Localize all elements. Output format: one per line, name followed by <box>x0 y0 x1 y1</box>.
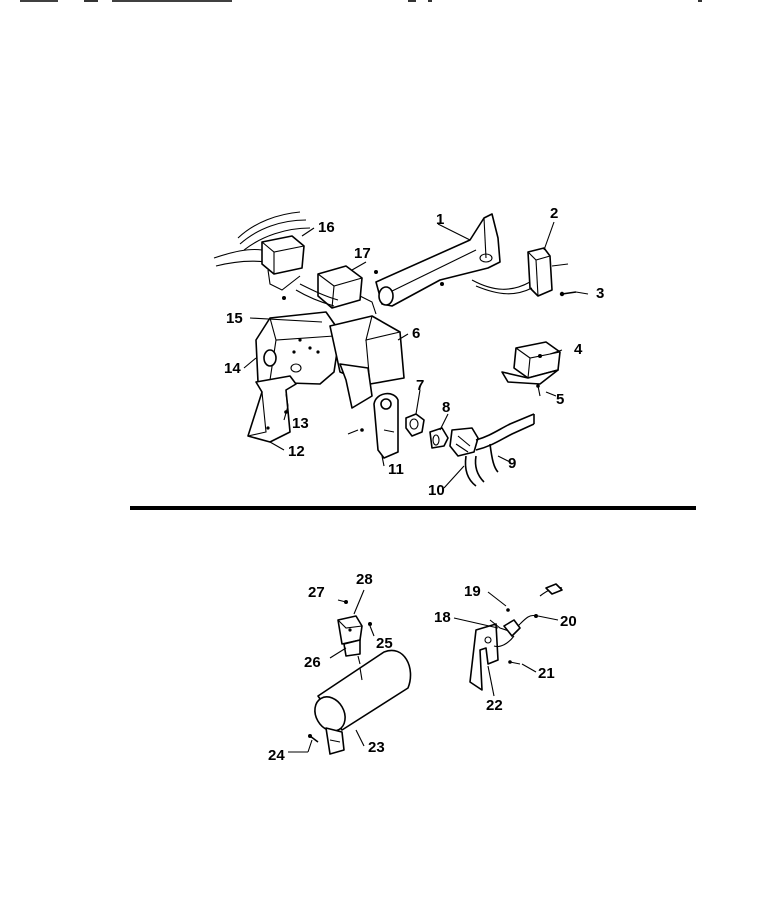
callout-7: 7 <box>416 377 424 394</box>
part-5-screw <box>536 384 541 397</box>
callout-23: 23 <box>368 739 385 756</box>
part-7-nut <box>405 413 425 437</box>
callout-26: 26 <box>304 654 321 671</box>
callout-16: 16 <box>318 219 335 236</box>
upper-assembly: 16 1 2 17 3 15 6 4 14 7 5 8 13 12 9 11 1… <box>213 205 604 499</box>
callout-28: 28 <box>356 571 373 588</box>
callout-8: 8 <box>442 399 450 416</box>
callout-5: 5 <box>556 391 564 408</box>
part-4-switch <box>501 341 561 385</box>
upper-leader-lines <box>243 221 589 489</box>
section-divider <box>130 506 696 510</box>
part-3-screw <box>559 291 577 297</box>
part-2-igniter <box>471 247 569 297</box>
part-18-20-igniter-wire <box>489 583 563 648</box>
part-6-14-housing <box>255 311 405 409</box>
part-23-cylinder <box>314 649 412 755</box>
callout-10: 10 <box>428 482 445 499</box>
part-12-13-leg-bracket <box>247 375 297 443</box>
part-8-fitting <box>429 427 449 449</box>
callout-20: 20 <box>560 613 577 630</box>
callout-9: 9 <box>508 455 516 472</box>
callout-25: 25 <box>376 635 393 652</box>
part-16-wire-harness <box>213 211 311 300</box>
callout-17: 17 <box>354 245 371 262</box>
callout-13: 13 <box>292 415 309 432</box>
part-11-strap <box>347 392 399 459</box>
callout-22: 22 <box>486 697 503 714</box>
lower-callouts: 28 27 19 18 20 25 26 21 22 23 24 <box>268 571 577 764</box>
part-9-10-tube <box>449 413 535 487</box>
callout-19: 19 <box>464 583 481 600</box>
callout-11: 11 <box>388 461 404 478</box>
callout-18: 18 <box>434 609 451 626</box>
callout-24: 24 <box>268 747 285 764</box>
part-26-28-clip <box>337 615 363 665</box>
callout-3: 3 <box>596 285 604 302</box>
callout-14: 14 <box>224 360 241 377</box>
callout-12: 12 <box>288 443 305 460</box>
callout-4: 4 <box>574 341 583 358</box>
upper-callouts: 16 1 2 17 3 15 6 4 14 7 5 8 13 12 9 11 1… <box>224 205 604 499</box>
callout-6: 6 <box>412 325 420 342</box>
part-17-solenoid <box>295 265 382 315</box>
callout-15: 15 <box>226 310 243 327</box>
part-21-screw <box>508 660 521 665</box>
lower-leader-lines <box>288 589 559 753</box>
part-25-27-screws <box>337 599 372 626</box>
part-1-bracket <box>375 213 501 307</box>
callout-21: 21 <box>538 665 555 682</box>
callout-1: 1 <box>436 211 444 228</box>
part-22-bracket <box>469 623 499 691</box>
callout-2: 2 <box>550 205 558 222</box>
part-24-screw <box>308 734 319 743</box>
lower-assembly: 28 27 19 18 20 25 26 21 22 23 24 <box>268 571 577 764</box>
callout-27: 27 <box>308 584 325 601</box>
